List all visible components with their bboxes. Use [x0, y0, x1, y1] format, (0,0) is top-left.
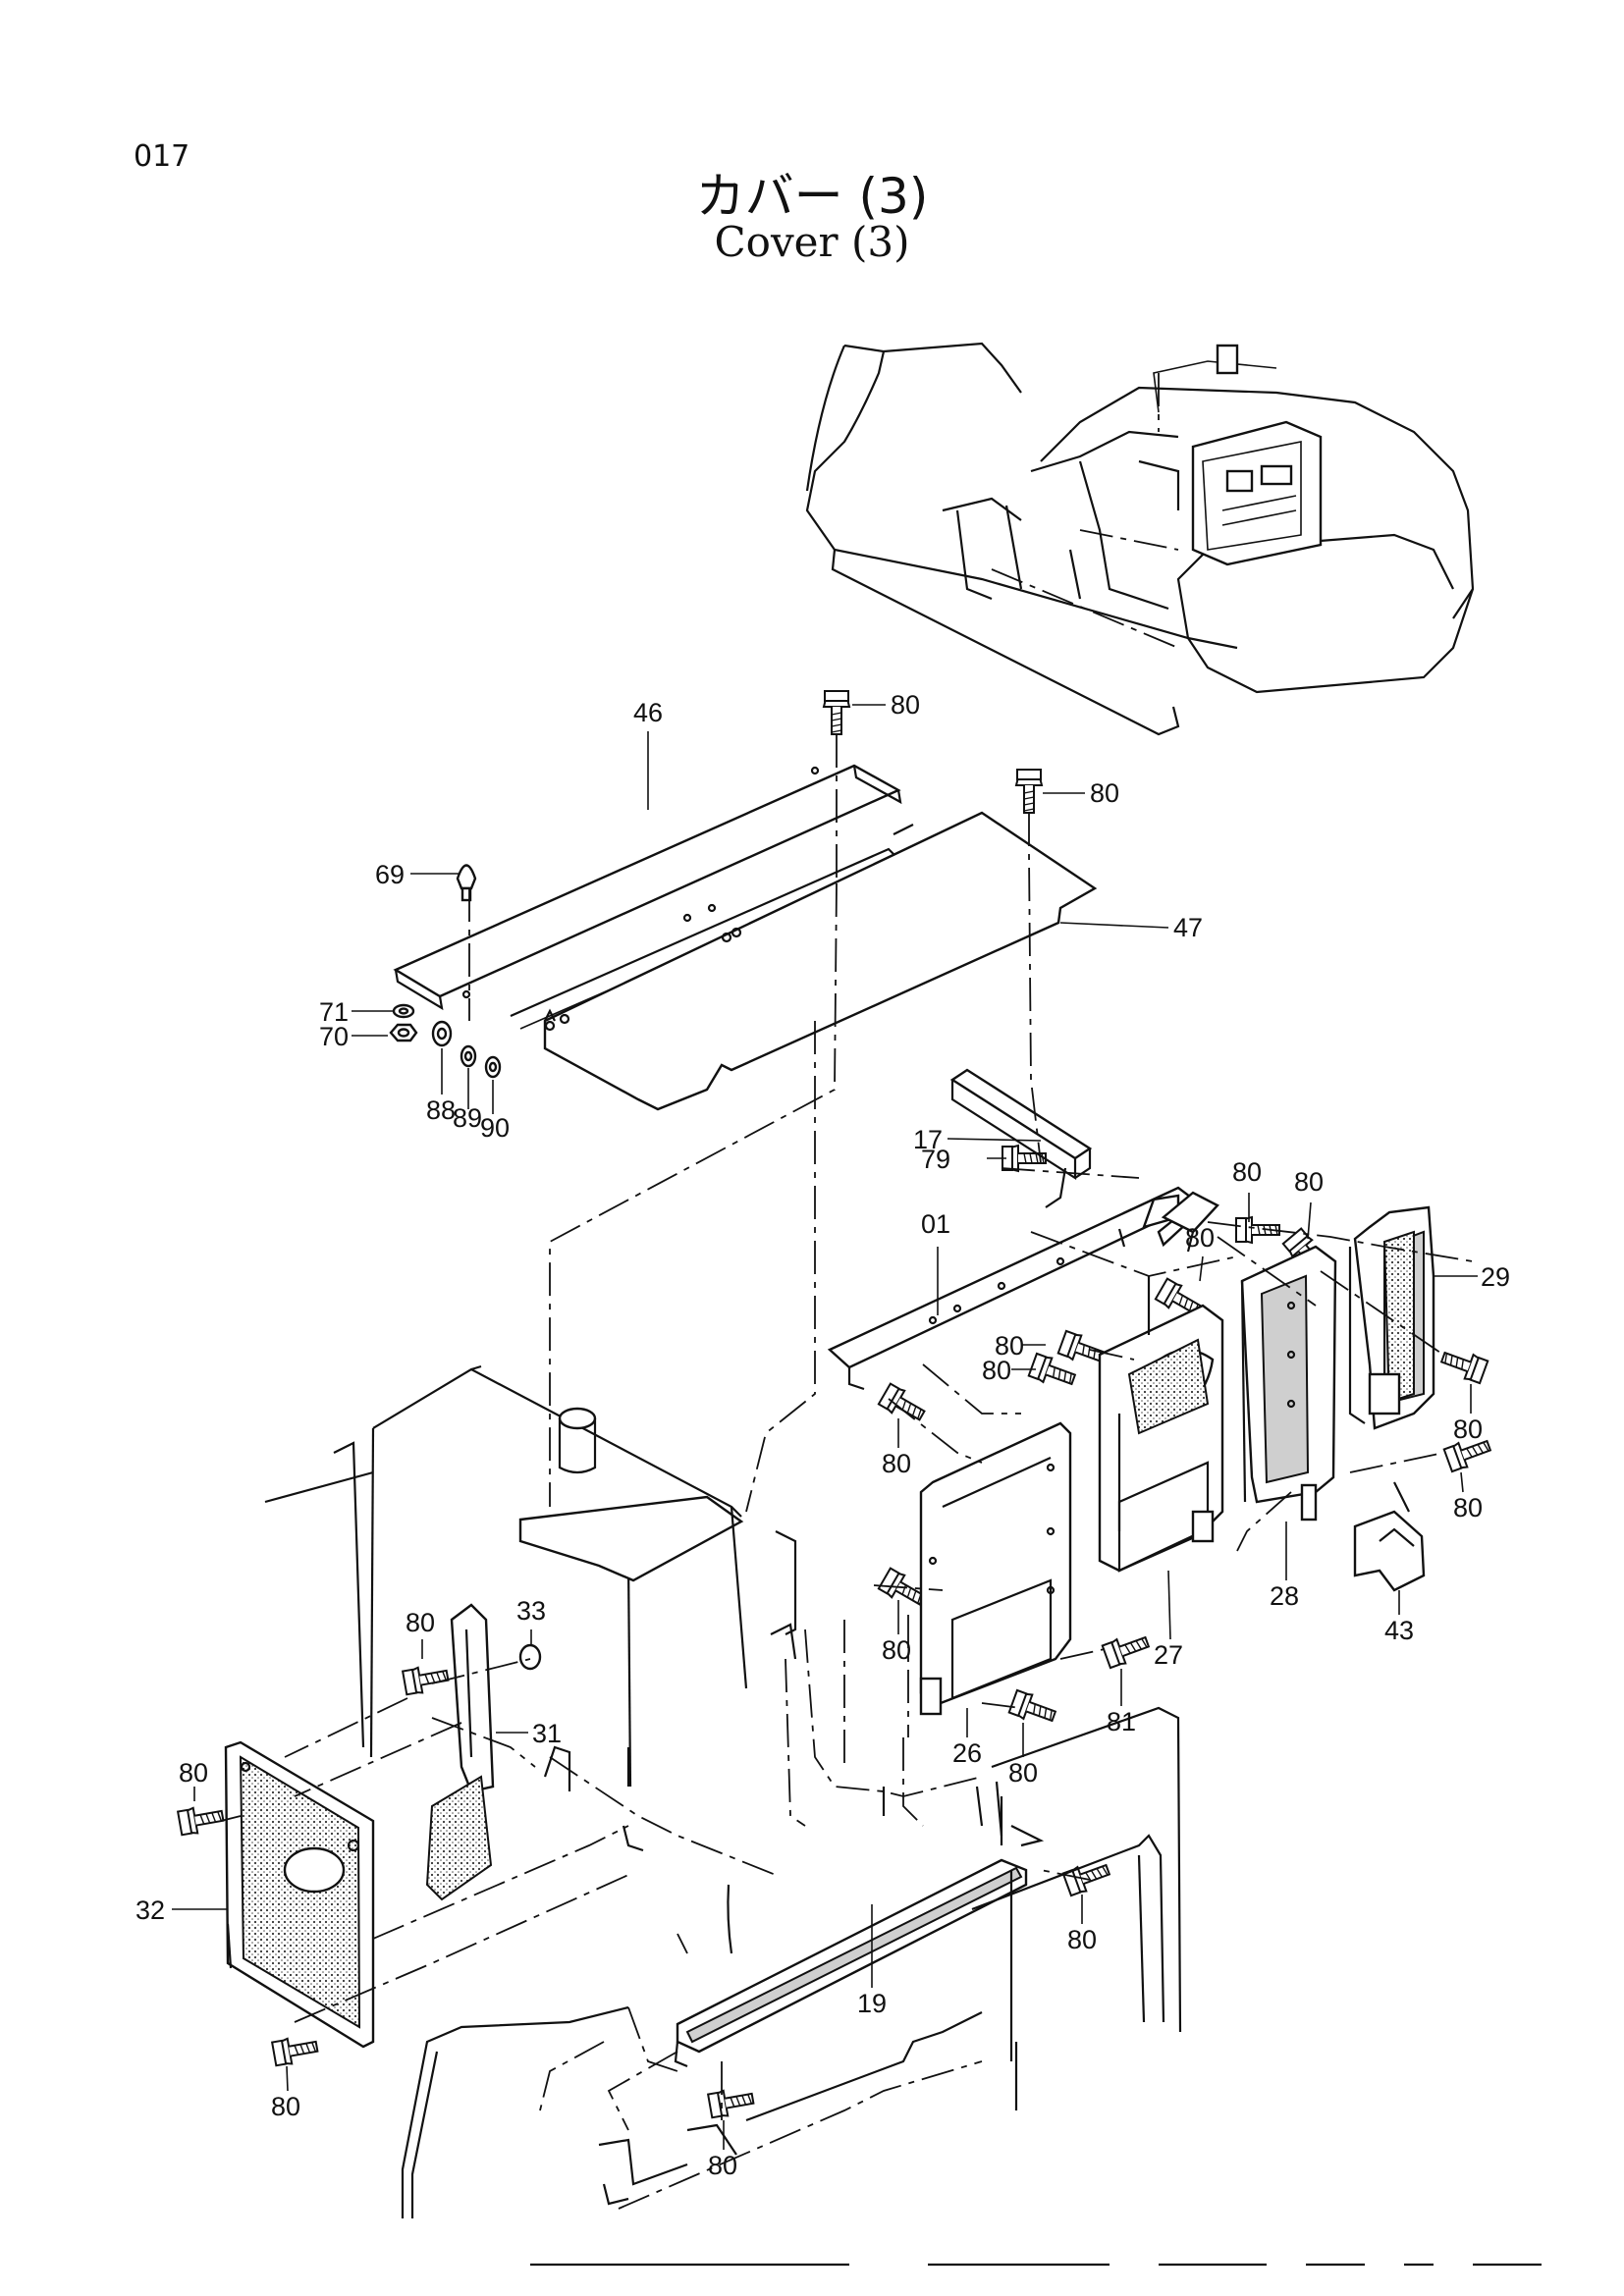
callout-01: 01: [921, 1209, 950, 1239]
bracket-43: [1353, 1481, 1426, 1592]
hardware-group-top-left: [389, 864, 502, 1079]
beam-19: [674, 1858, 1028, 2068]
lower-frame-outline: [401, 1623, 1182, 2218]
cover-29: [1348, 1205, 1435, 1430]
assembly-guide-lines: [220, 734, 1474, 2210]
callout-69: 69: [375, 860, 405, 889]
bracket-17: [949, 1068, 1093, 1208]
callout-80-o: 80: [271, 2092, 300, 2121]
callout-19: 19: [857, 1989, 887, 2018]
callout-90: 90: [480, 1113, 510, 1143]
callout-32: 32: [135, 1896, 165, 1925]
callout-26: 26: [952, 1738, 982, 1768]
callout-47: 47: [1173, 913, 1203, 942]
callout-81: 81: [1107, 1707, 1136, 1736]
callout-80-g: 80: [982, 1356, 1011, 1385]
callout-80-k: 80: [882, 1635, 911, 1665]
callout-29: 29: [1481, 1262, 1510, 1292]
fuel-tank-outline: [264, 1364, 797, 1788]
callout-79: 79: [921, 1145, 950, 1174]
page-title-japanese: カバー (3): [695, 168, 929, 225]
machine-overview-sketch: [805, 342, 1475, 736]
callout-28: 28: [1270, 1581, 1299, 1611]
page-title-english: Cover (3): [714, 218, 910, 266]
callout-70: 70: [319, 1022, 349, 1051]
callout-labels: 46 80 80 69 47 71 70 88 89 90 17 79 01 8…: [135, 690, 1510, 2180]
bracket-block: [1161, 1191, 1219, 1253]
callout-80-f: 80: [995, 1331, 1024, 1361]
callout-80-n: 80: [179, 1758, 208, 1788]
callout-80-a: 80: [891, 690, 920, 720]
callout-80-h: 80: [882, 1449, 911, 1478]
callout-46: 46: [633, 698, 663, 727]
callout-80-l: 80: [1008, 1758, 1038, 1788]
callout-88: 88: [426, 1095, 456, 1125]
callout-27: 27: [1154, 1640, 1183, 1670]
bracket-31: [425, 1603, 542, 1901]
floor-plate-47: [543, 811, 1098, 1111]
callout-80-p: 80: [1067, 1925, 1097, 1954]
callout-80-j: 80: [1453, 1493, 1483, 1522]
panel-26: [919, 1421, 1072, 1716]
callout-31: 31: [532, 1719, 562, 1748]
callout-80-m: 80: [406, 1608, 435, 1637]
callout-80-d: 80: [1294, 1167, 1324, 1197]
page-number: 017: [134, 139, 190, 174]
callout-80-q: 80: [708, 2151, 737, 2180]
callout-80-c: 80: [1232, 1157, 1262, 1187]
panel-32: [224, 1740, 375, 2049]
callout-89: 89: [453, 1103, 482, 1133]
panel-28: [1240, 1245, 1337, 1522]
panel-27: [1098, 1276, 1224, 1573]
callout-71: 71: [319, 997, 349, 1027]
callout-43: 43: [1384, 1616, 1414, 1645]
callout-leaders: [172, 704, 1478, 2150]
callout-80-e: 80: [1185, 1223, 1215, 1253]
callout-80-b: 80: [1090, 778, 1119, 808]
callout-17: 17: [913, 1125, 943, 1154]
callout-80-i: 80: [1453, 1415, 1483, 1444]
callout-33: 33: [516, 1596, 546, 1626]
